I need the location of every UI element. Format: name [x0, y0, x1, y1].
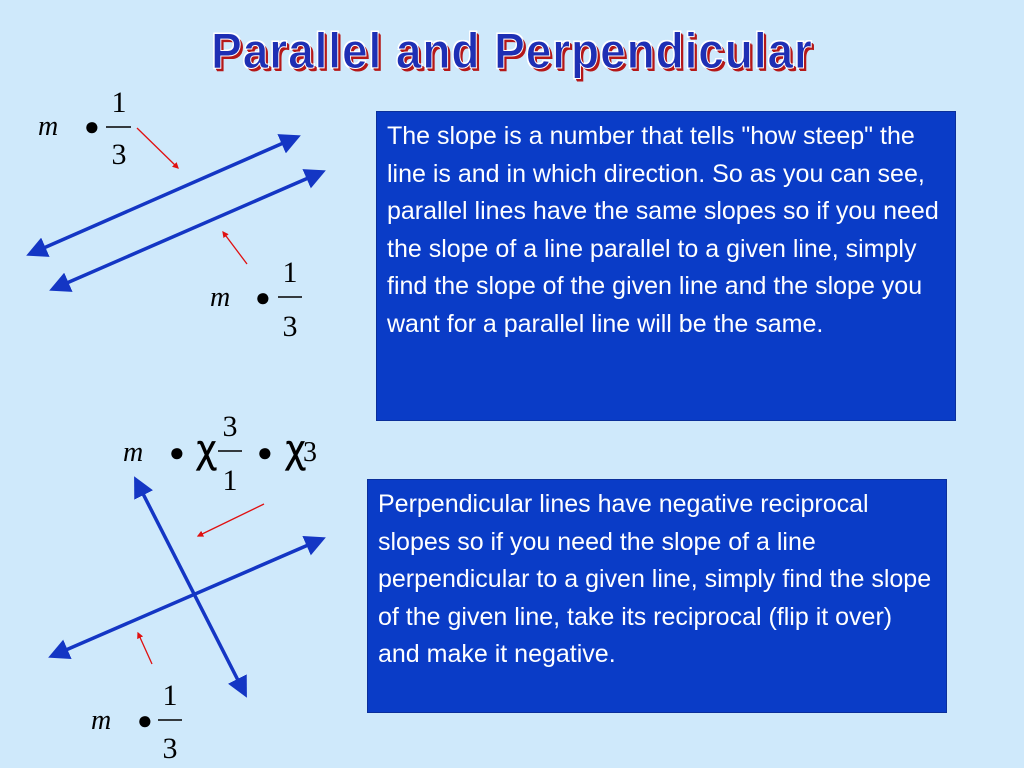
equals-symbol: ● — [257, 438, 273, 467]
fraction-numerator: 1 — [112, 86, 127, 119]
slope-variable: m — [38, 111, 58, 142]
slope-variable: m — [123, 437, 143, 468]
slide-title: Parallel and Perpendicular — [211, 23, 813, 80]
slope-equation-3: m ● Ꭓ 3 1 ● Ꭓ 3 — [123, 410, 317, 497]
red-pointer-arrow — [222, 230, 248, 265]
steep-line — [134, 476, 247, 698]
perpendicular-explanation-box: Perpendicular lines have negative recipr… — [367, 479, 947, 713]
parallel-explanation-box: The slope is a number that tells "how st… — [376, 111, 956, 421]
red-pointer-arrow — [136, 127, 179, 169]
fraction-numerator: 3 — [223, 410, 238, 443]
equals-symbol: ● — [84, 112, 100, 141]
shallow-line — [48, 536, 326, 659]
negative-sign-glyph: Ꭓ — [195, 437, 217, 471]
slope-value: 3 — [303, 437, 317, 468]
fraction-denominator: 1 — [223, 464, 238, 497]
fraction-denominator: 3 — [112, 138, 127, 171]
perpendicular-explanation-text: Perpendicular lines have negative recipr… — [378, 490, 932, 668]
fraction-denominator: 3 — [163, 732, 178, 765]
equals-symbol: ● — [169, 438, 185, 467]
parallel-line-2 — [49, 169, 326, 292]
parallel-lines-diagram — [26, 127, 326, 292]
slope-equation-2: m ● 1 3 — [210, 256, 302, 343]
negative-sign-glyph: Ꭓ — [284, 437, 306, 471]
red-pointer-arrow — [196, 503, 265, 537]
slope-equation-4: m ● 1 3 — [91, 679, 182, 765]
equals-symbol: ● — [137, 706, 153, 735]
perpendicular-lines-diagram — [48, 476, 326, 698]
fraction-denominator: 3 — [283, 310, 298, 343]
parallel-explanation-text: The slope is a number that tells "how st… — [387, 122, 939, 338]
fraction-numerator: 1 — [283, 256, 298, 289]
equals-symbol: ● — [255, 283, 271, 312]
red-pointer-arrow — [137, 631, 153, 665]
fraction-numerator: 1 — [163, 679, 178, 712]
slope-variable: m — [210, 282, 230, 313]
slope-variable: m — [91, 705, 111, 736]
slope-equation-1: m ● 1 3 — [38, 86, 131, 171]
